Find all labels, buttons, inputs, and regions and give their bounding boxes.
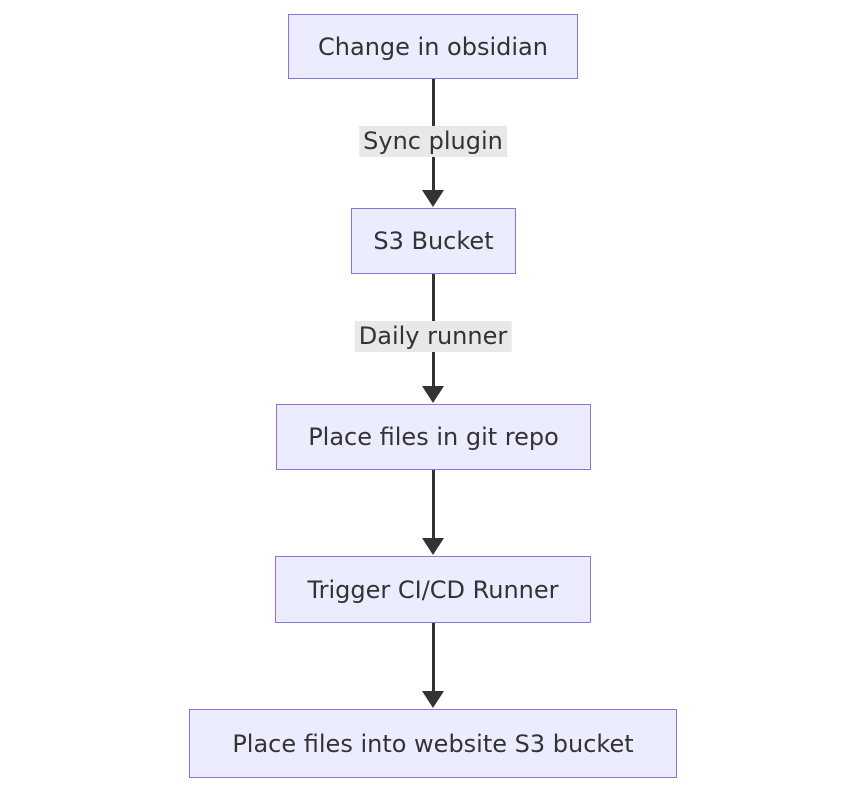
edge-label-daily-runner: Daily runner xyxy=(354,321,512,352)
edge-label-sync-plugin: Sync plugin xyxy=(359,126,507,157)
edge-cicd-to-website xyxy=(432,623,435,693)
flowchart-node-place-files-in-git-repo: Place files in git repo xyxy=(276,404,591,470)
arrowhead-icon xyxy=(422,538,444,555)
arrowhead-icon xyxy=(422,386,444,403)
flowchart-node-s3-bucket: S3 Bucket xyxy=(351,208,516,274)
flowchart-node-trigger-cicd-runner: Trigger CI/CD Runner xyxy=(275,556,591,623)
edge-git-to-cicd xyxy=(432,470,435,540)
flowchart-node-change-in-obsidian: Change in obsidian xyxy=(288,14,578,79)
arrowhead-icon xyxy=(422,190,444,207)
arrowhead-icon xyxy=(422,691,444,708)
flowchart-node-place-files-into-website-s3-bucket: Place files into website S3 bucket xyxy=(189,709,677,778)
